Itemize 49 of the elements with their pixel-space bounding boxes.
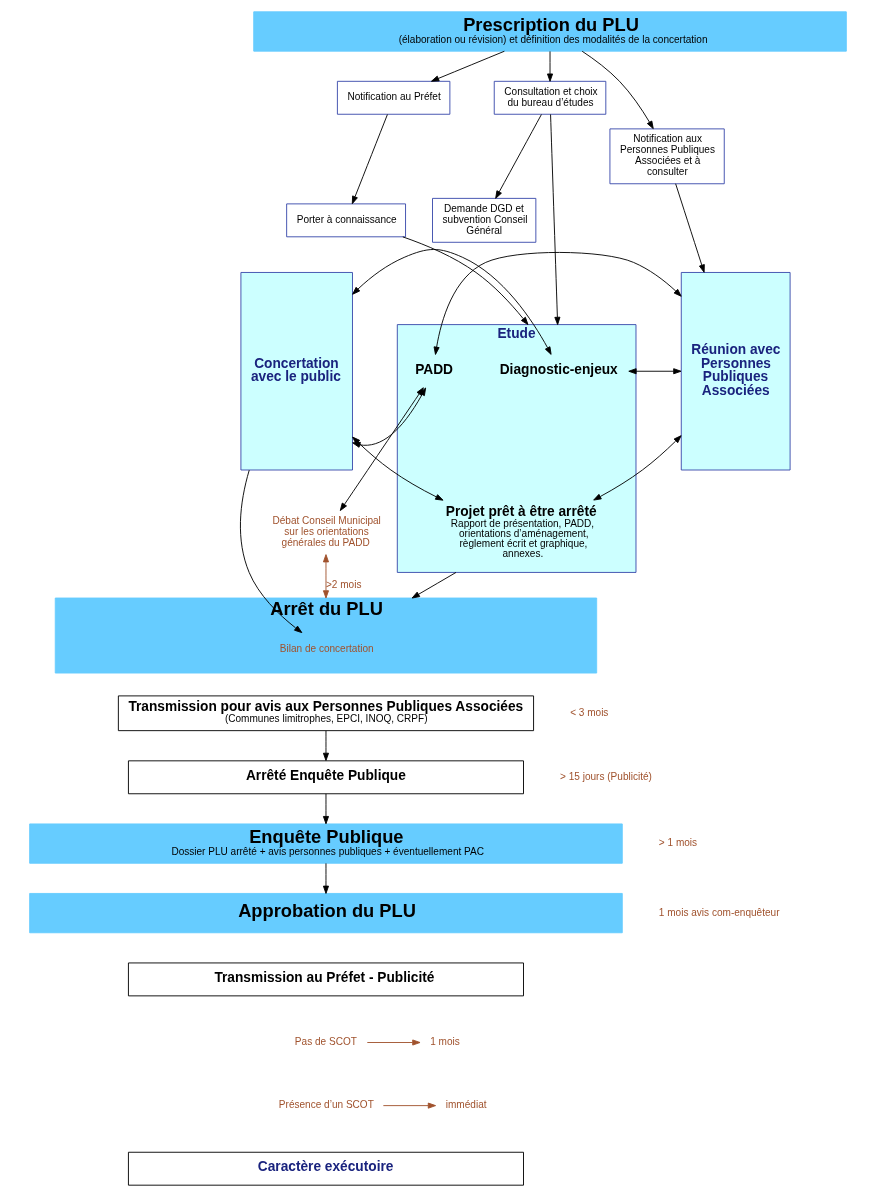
node-box: Notification aux Personnes Publiques Associées et à consulter <box>609 128 725 185</box>
arrow <box>322 554 329 599</box>
arrow <box>628 368 682 375</box>
node-text: Pas de SCOT <box>294 1036 357 1048</box>
arrow <box>547 50 554 82</box>
node-box: Notification au Préfet <box>336 80 451 115</box>
node-box: Concertation avec le public <box>240 272 353 471</box>
label: < 3 mois <box>570 706 609 718</box>
arrow <box>351 114 388 205</box>
arrow <box>593 435 682 501</box>
arrow <box>581 50 654 130</box>
node-text: Projet prêt à être arrêté Rapport de présentation, PADD, orientations d’aménagement, règlement écrit et graphique, annexes. <box>445 503 597 559</box>
node-box: Demande DGD et subvention Conseil Général <box>432 197 537 243</box>
arrow <box>322 862 329 894</box>
node-text: Diagnostic-enjeux <box>499 361 618 377</box>
node-box: Caractère exécutoire <box>127 1151 524 1186</box>
arrow <box>431 50 505 82</box>
arrow <box>675 183 705 273</box>
arrow <box>433 251 682 355</box>
node-box: Réunion avec Personnes Publiques Associées <box>680 272 791 471</box>
node-text: Bilan de concertation <box>279 642 374 654</box>
node-text: Débat Conseil Municipal sur les orientations générales du PADD <box>272 515 381 549</box>
node-box: Consultation et choix du bureau d’études <box>493 80 607 115</box>
node-text: immédiat <box>445 1099 487 1111</box>
arrow <box>366 1039 421 1046</box>
node-text: Présence d’un SCOT <box>278 1099 374 1111</box>
arrow <box>550 114 561 326</box>
node-box: Enquête Publique Dossier PLU arrêté + avis personnes publiques + éventuellement PAC <box>29 823 623 864</box>
node-box: Transmission au Préfet - Publicité <box>127 962 524 997</box>
label: 1 mois avis com-enquêteur <box>658 906 780 918</box>
label: > 15 jours (Publicité) <box>560 770 652 782</box>
arrow <box>495 114 542 199</box>
node-box: Transmission pour avis aux Personnes Publiques Associées (Communes limitrophes, EPCI, INOQ, CRPF) <box>117 695 535 732</box>
node-text: 1 mois <box>430 1036 460 1048</box>
node-text: PADD <box>415 361 453 377</box>
node-box: Arrêté Enquête Publique <box>127 760 524 795</box>
edge-label: >2 mois <box>325 578 362 590</box>
arrow <box>402 236 529 326</box>
node-box: Porter à connaissance <box>286 203 406 238</box>
node-box: Approbation du PLU <box>29 893 623 934</box>
arrow <box>322 793 329 825</box>
arrow <box>352 249 552 355</box>
node-box: Prescription du PLU (élaboration ou révision) et définition des modalités de la concertation <box>253 11 847 52</box>
label: > 1 mois <box>658 837 698 849</box>
arrow <box>240 469 303 634</box>
arrow <box>382 1102 437 1109</box>
arrow <box>322 730 329 761</box>
arrow <box>339 387 424 511</box>
arrow <box>411 572 457 599</box>
